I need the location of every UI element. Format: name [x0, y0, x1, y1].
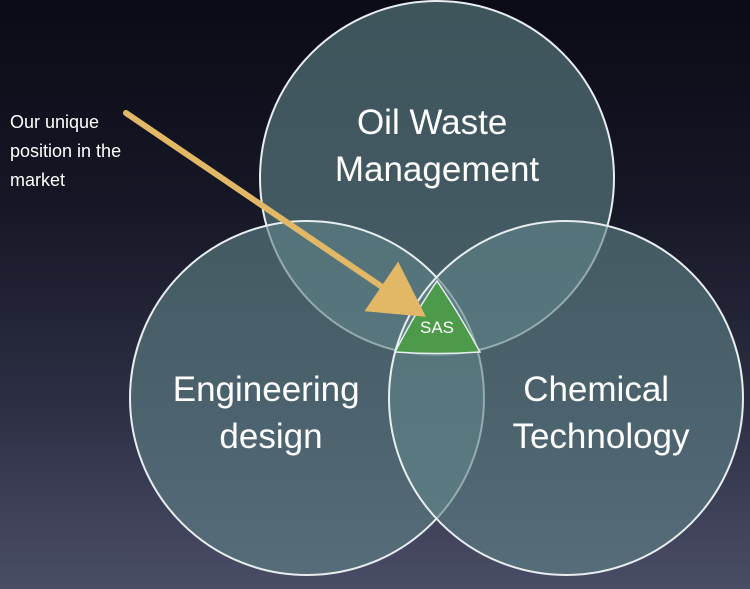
label-left-line-1: Engineering	[173, 370, 360, 409]
circle-chemical-technology	[388, 220, 744, 576]
annotation-line-1: Our unique	[10, 112, 99, 132]
annotation-line-3: market	[10, 170, 65, 190]
annotation-line-2: position in the	[10, 141, 121, 161]
annotation-arrow	[123, 110, 426, 317]
annotation-text: Our unique position in the market	[10, 112, 126, 190]
center-label-sas: SAS	[420, 318, 454, 337]
label-oil-waste-management: Oil Waste Management	[335, 103, 540, 189]
label-right-line-2: Technology	[512, 417, 690, 456]
label-right-line-1: Chemical	[523, 370, 669, 409]
label-top-line-2: Management	[335, 150, 540, 189]
label-left-line-2: design	[219, 417, 322, 456]
label-chemical-technology: Chemical Technology	[512, 370, 690, 456]
label-top-line-1: Oil Waste	[357, 103, 507, 142]
label-engineering-design: Engineering design	[173, 370, 370, 456]
